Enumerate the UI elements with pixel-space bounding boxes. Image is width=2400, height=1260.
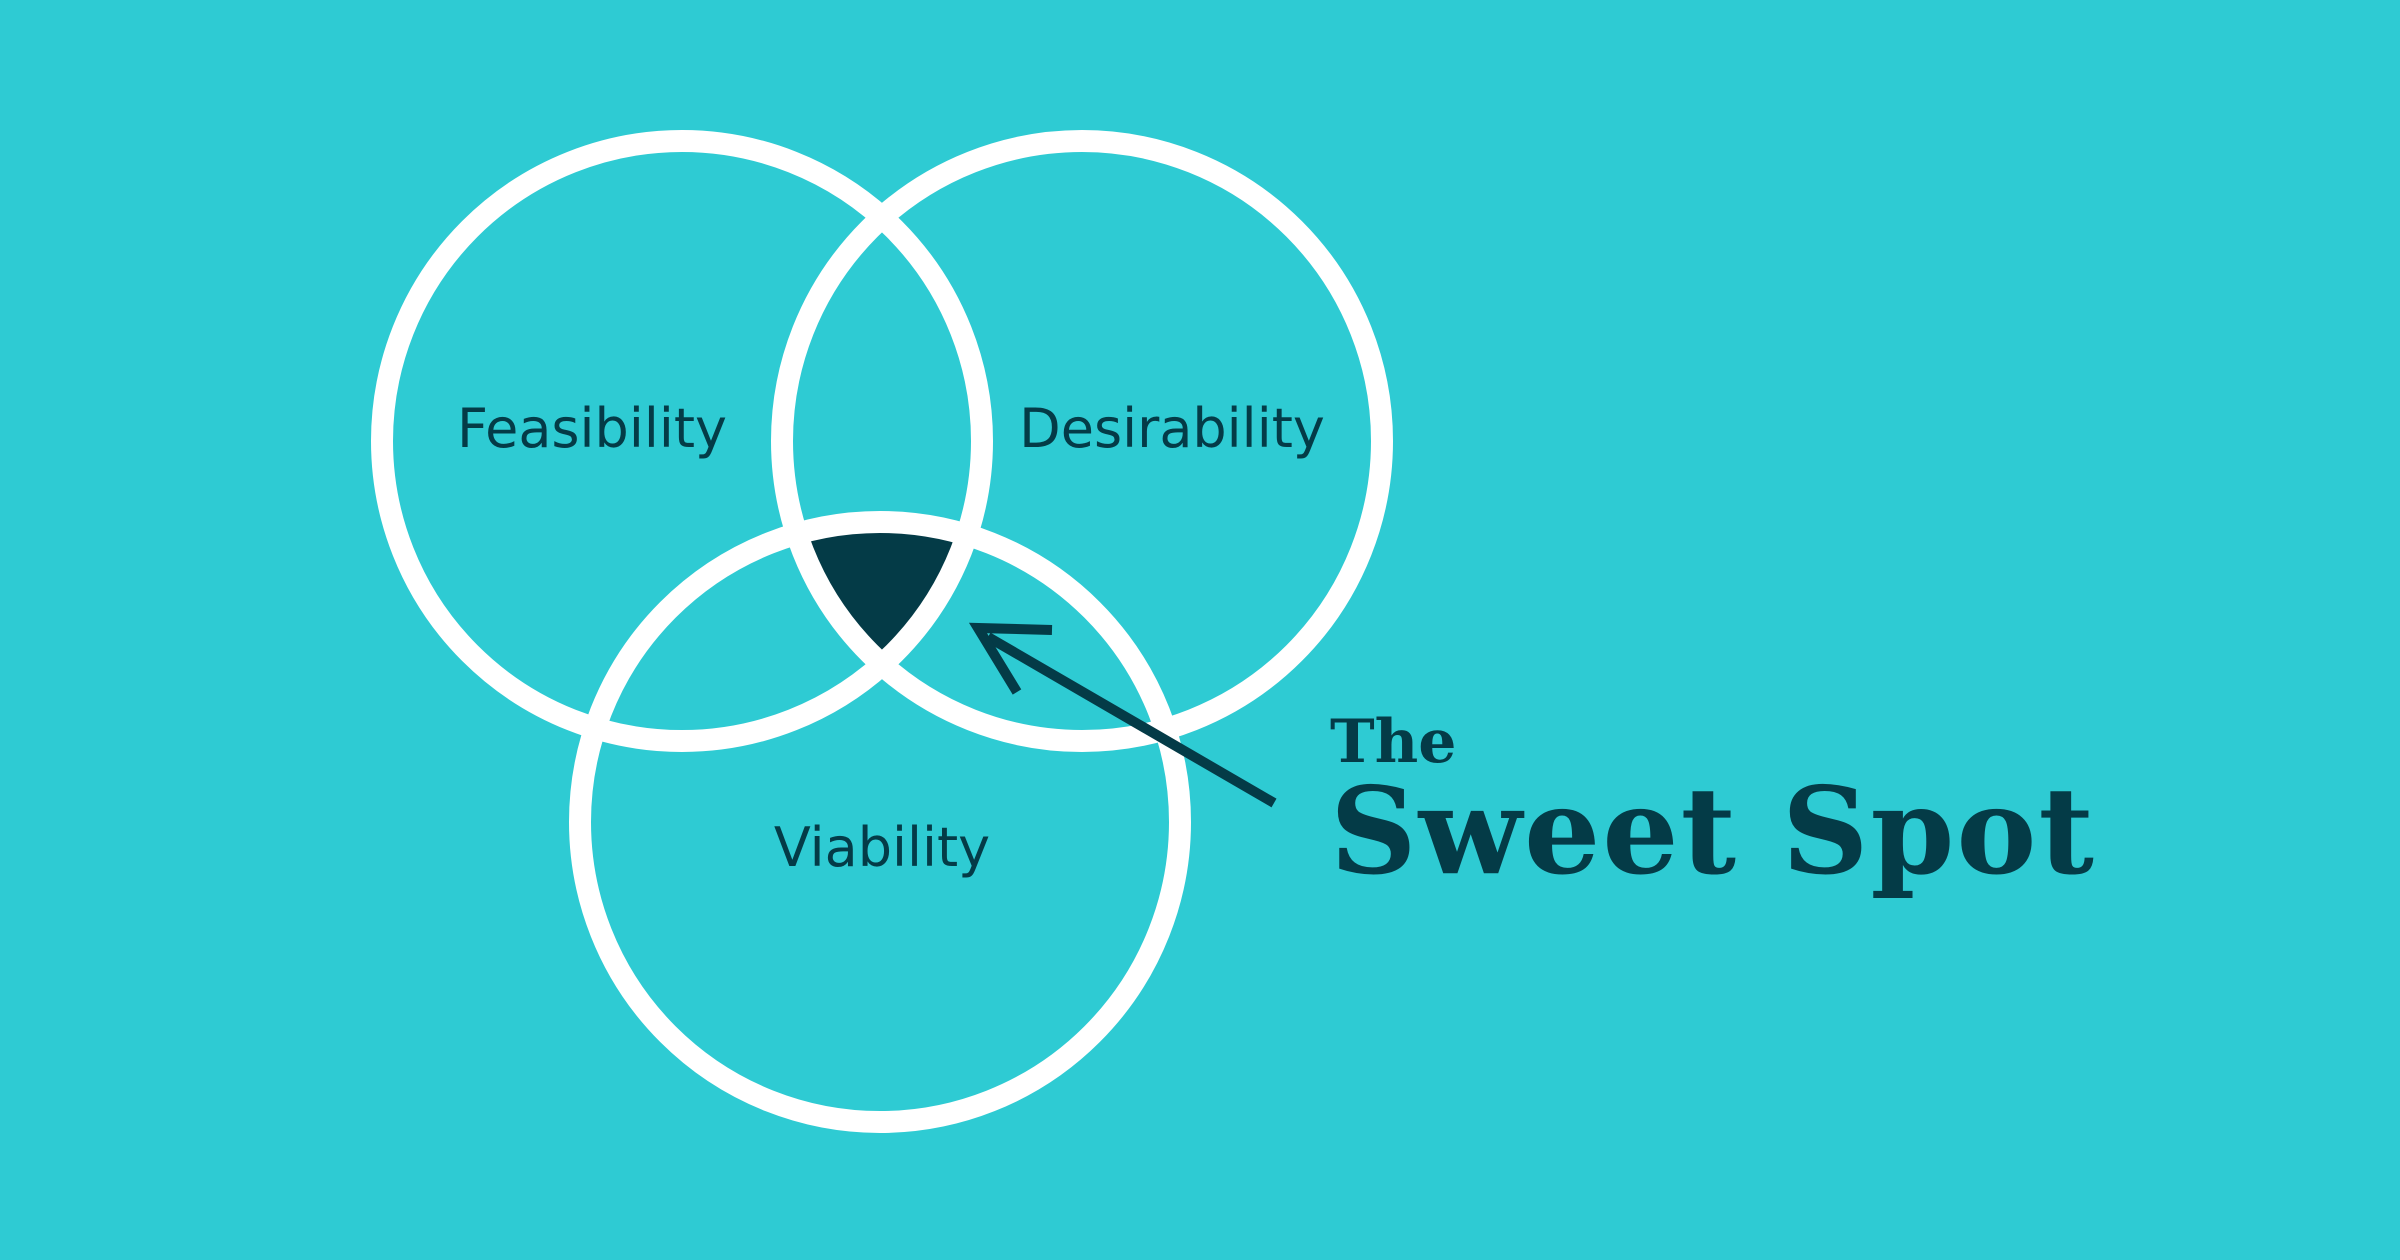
feasibility-circle [371, 130, 993, 752]
callout-title-small: The [1330, 707, 1456, 777]
desirability-circle [771, 130, 1393, 752]
desirability-label: Desirability [1019, 397, 1325, 460]
feasibility-label: Feasibility [457, 397, 727, 460]
callout-title-large: Sweet Spot [1330, 761, 2096, 902]
viability-circle [569, 511, 1191, 1133]
viability-label: Viability [774, 816, 990, 879]
arrow-icon [968, 622, 1277, 808]
